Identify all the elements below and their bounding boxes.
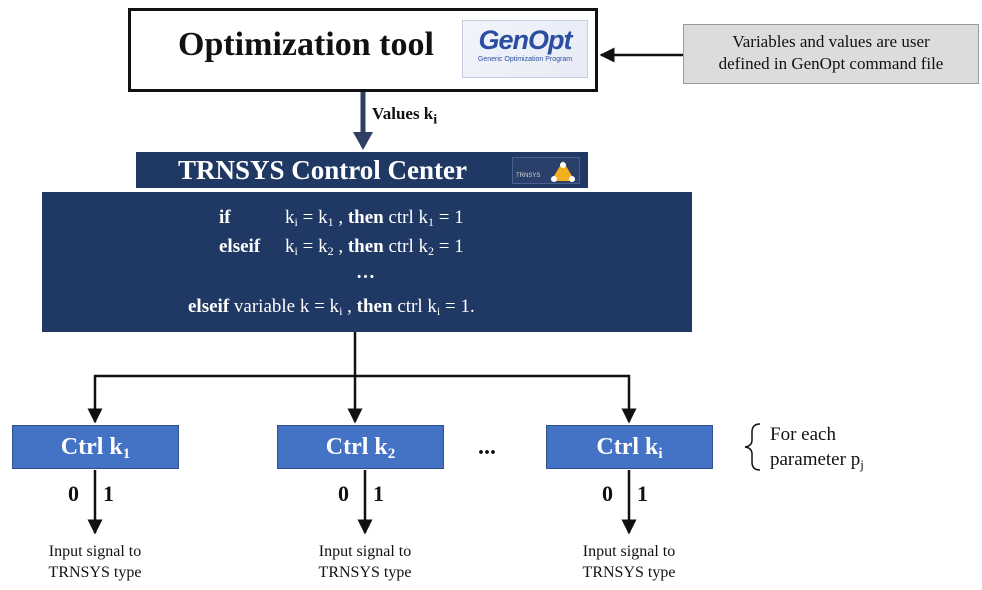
genopt-logo-subtitle: Generic Optimization Program	[477, 56, 573, 63]
ctrl-box-i: Ctrl ki	[546, 425, 713, 469]
input-signal-2: Input signal to TRNSYS type	[318, 543, 412, 581]
logic-line-if-expr: ki = k1 , then ctrl k1 = 1	[285, 207, 464, 229]
values-arrowhead	[353, 132, 373, 150]
input-signal-i: Input signal to TRNSYS type	[582, 543, 676, 581]
logic-line-if: if	[219, 207, 231, 229]
trnsys-logo: TRNSYS	[512, 157, 580, 184]
ctrl-2-bit-0: 0	[338, 481, 349, 506]
values-label-sub: i	[433, 111, 438, 128]
ctrl-box-1: Ctrl k1	[12, 425, 179, 469]
genopt-logo-text: GenOpt	[478, 25, 573, 55]
ctrl-i-bit-0: 0	[602, 481, 613, 506]
logic-line-elseif-2: elseif	[219, 236, 260, 258]
values-label: Values ki	[372, 104, 437, 128]
logic-keyword-if: if	[219, 207, 231, 228]
note-line-2: defined in GenOpt command file	[718, 54, 944, 73]
ctrl-i-bit-1: 1	[637, 481, 648, 506]
ctrl-2-bit-1: 1	[373, 481, 384, 506]
values-label-text: Values k	[372, 104, 434, 123]
input-signal-1: Input signal to TRNSYS type	[48, 543, 142, 581]
trnsys-logo-icon	[551, 161, 575, 182]
trnsys-logo-text: TRNSYS	[516, 173, 541, 179]
optimization-tool-title: Optimization tool	[178, 26, 434, 63]
ctrl-box-2: Ctrl k2	[277, 425, 444, 469]
logic-line-elseif-i: elseif variable k = ki , then ctrl ki = …	[188, 296, 475, 318]
ctrl-1-bit-1: 1	[103, 481, 114, 506]
note-line-1: Variables and values are user	[732, 32, 930, 51]
user-defined-note: Variables and values are user defined in…	[683, 24, 979, 84]
control-center-title: TRNSYS Control Center	[178, 155, 467, 185]
logic-box	[42, 192, 692, 332]
logic-keyword-elseif: elseif	[219, 236, 261, 257]
ctrl-1-bit-0: 0	[68, 481, 79, 506]
genopt-logo: GenOpt Generic Optimization Program	[462, 20, 588, 78]
for-each-label: For each parameter pj	[770, 424, 864, 472]
brace-icon	[744, 423, 761, 471]
ctrl-ellipsis: ...	[478, 434, 496, 460]
logic-line-elseif-2-expr: ki = k2 , then ctrl k2 = 1	[285, 236, 464, 258]
logic-ellipsis: …	[356, 262, 375, 283]
